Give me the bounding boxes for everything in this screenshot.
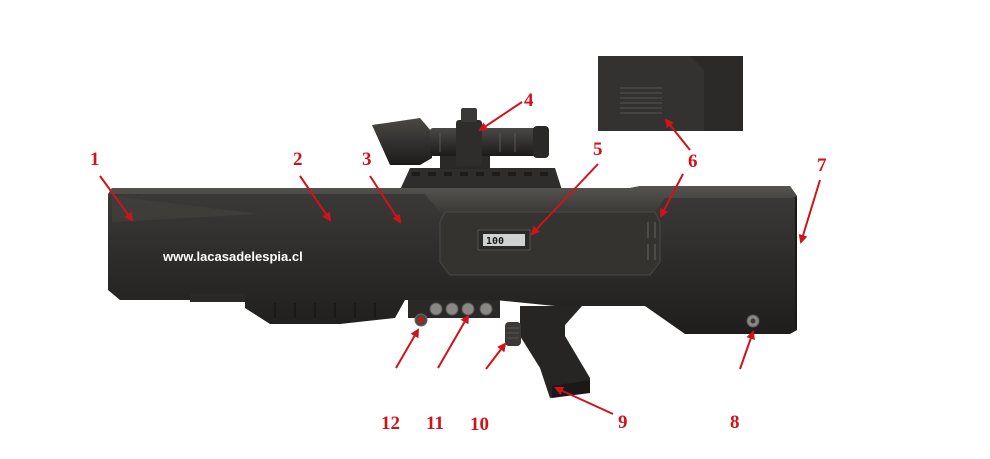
callout-label-7: 7 [817, 155, 827, 176]
callout-label-9: 9 [618, 412, 628, 433]
callout-label-5: 5 [593, 139, 603, 160]
arrow-1 [99, 175, 134, 222]
callout-label-4: 4 [524, 90, 534, 111]
callout-label-3: 3 [362, 149, 372, 170]
callout-label-1: 1 [90, 149, 100, 170]
pistol-grip [505, 306, 590, 398]
arrow-9 [554, 386, 614, 415]
callout-label-12: 12 [381, 413, 400, 434]
charging-port [746, 314, 760, 328]
arrow-8 [739, 330, 755, 370]
control-panel [408, 300, 500, 327]
callout-label-6: 6 [688, 151, 698, 172]
arrow-12 [395, 328, 420, 369]
arrow-3 [369, 175, 402, 224]
arrow-10 [485, 342, 507, 370]
arrow-6a [664, 118, 691, 151]
lcd-reading: 100 [486, 236, 504, 247]
callout-arrows [99, 101, 821, 415]
arrow-11 [437, 314, 469, 369]
callout-label-11: 11 [426, 413, 444, 434]
callout-label-8: 8 [730, 412, 740, 433]
jammer-body [108, 186, 797, 334]
callout-label-2: 2 [293, 149, 303, 170]
scope [372, 108, 549, 169]
top-rail [400, 168, 562, 190]
lcd-display: 100 [477, 229, 531, 251]
arrow-6b [660, 173, 684, 218]
arrow-5 [530, 163, 599, 236]
callout-label-10: 10 [470, 414, 489, 435]
vent-detail-inset [598, 56, 743, 131]
arrow-4 [478, 101, 523, 132]
arrow-2 [299, 175, 332, 222]
watermark-text: www.lacasadelespia.cl [163, 249, 303, 264]
arrow-7 [798, 179, 821, 244]
